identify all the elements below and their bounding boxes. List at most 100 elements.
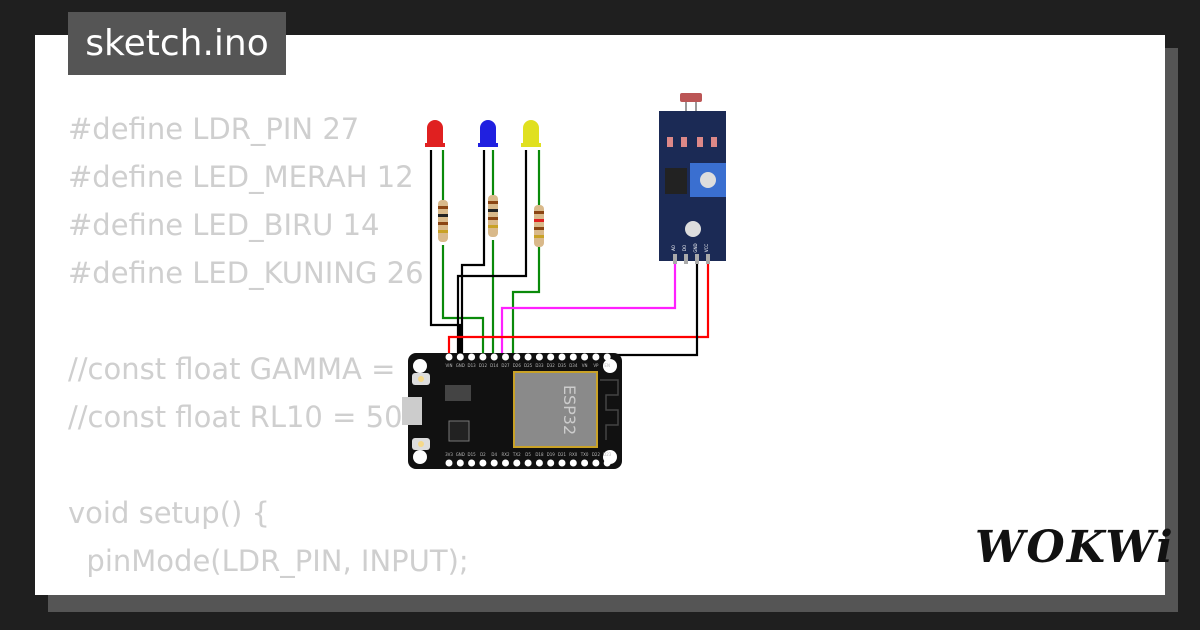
pin-label: D33 <box>535 363 544 368</box>
wire-red-led-gnd <box>429 150 462 356</box>
ldr-pin-label: AO <box>671 245 676 251</box>
pin-tx2[interactable] <box>513 459 521 467</box>
code-line: //const float RL10 = 50 <box>68 400 403 434</box>
pin-d22[interactable] <box>592 459 600 467</box>
pin-tx0[interactable] <box>581 459 589 467</box>
resistor[interactable] <box>438 200 448 242</box>
pin-label: GND <box>456 452 465 457</box>
led[interactable] <box>521 120 541 147</box>
wokwi-logo: WOKWi <box>975 522 1175 573</box>
pin-label: D26 <box>513 363 522 368</box>
pin-label: D32 <box>547 363 556 368</box>
pin-d27[interactable] <box>502 353 509 361</box>
usb-port <box>402 397 422 425</box>
pin-label: D2 <box>480 452 486 457</box>
code-line: pinMode(LED_MERAH, OUTPUT); <box>68 585 554 595</box>
pin-rx0[interactable] <box>569 459 577 467</box>
pin-d21[interactable] <box>558 459 566 467</box>
pin-label: D22 <box>592 452 601 457</box>
pin-label: VIN <box>446 363 453 368</box>
pin-label: D4 <box>491 452 497 457</box>
led[interactable] <box>425 120 445 147</box>
pin-d25[interactable] <box>524 353 532 361</box>
pin-d23[interactable] <box>603 459 611 467</box>
pin-d32[interactable] <box>547 353 555 361</box>
pin-label: D15 <box>468 452 477 457</box>
pin-label: D5 <box>525 452 531 457</box>
wire-yellow-led-signal <box>511 245 541 356</box>
wire-yellow-led-gnd <box>456 150 528 356</box>
wire-blue-led-gnd <box>460 150 486 356</box>
pin-d4[interactable] <box>490 459 498 467</box>
code-line: //const float GAMMA = <box>68 352 396 386</box>
pin-label: D12 <box>479 363 488 368</box>
pin-d5[interactable] <box>524 459 532 467</box>
code-line: #define LED_MERAH 12 <box>68 160 414 194</box>
pin-vn[interactable] <box>581 353 589 361</box>
pin-label: D34 <box>569 363 578 368</box>
pin-gnd[interactable] <box>456 353 464 361</box>
ldr-pin-label: DO <box>682 245 687 251</box>
ldr-pin-ao[interactable] <box>673 254 677 264</box>
resistor[interactable] <box>488 195 498 237</box>
pin-label: VN <box>582 363 588 368</box>
photoresistor <box>680 93 702 102</box>
pin-d34[interactable] <box>569 353 577 361</box>
pin-label: D13 <box>468 363 477 368</box>
pin-d19[interactable] <box>547 459 555 467</box>
pin-d15[interactable] <box>468 459 476 467</box>
pin-d13[interactable] <box>468 353 476 361</box>
pin-label: D21 <box>558 452 567 457</box>
pin-label: TX0 <box>580 452 589 457</box>
code-line: #define LED_KUNING 26 <box>68 256 424 290</box>
wire-ldr-gnd <box>462 258 699 357</box>
pin-label: VP <box>593 363 599 368</box>
code-background: #define LDR_PIN 27 #define LED_MERAH 12 #d… <box>68 105 555 595</box>
code-line: void setup() { <box>68 496 270 530</box>
pin-label: D14 <box>490 363 499 368</box>
pin-d12[interactable] <box>479 353 487 361</box>
pin-label: D25 <box>524 363 533 368</box>
esp32-chip <box>513 371 598 448</box>
pin-d33[interactable] <box>535 353 543 361</box>
pin-label: D23 <box>603 452 612 457</box>
pin-label: EN <box>604 363 610 368</box>
pin-label: GND <box>456 363 465 368</box>
code-line: #define LDR_PIN 27 <box>68 112 360 146</box>
ldr-pin-do[interactable] <box>684 254 688 264</box>
pin-d14[interactable] <box>490 353 498 361</box>
file-tab[interactable]: sketch.ino <box>68 12 286 75</box>
pin-d35[interactable] <box>558 353 566 361</box>
pin-label: D18 <box>535 452 544 457</box>
led[interactable] <box>478 120 498 147</box>
pin-label: RX2 <box>501 452 510 457</box>
pin-label: 3V3 <box>445 452 453 457</box>
pin-vin[interactable] <box>445 353 453 361</box>
pin-rx2[interactable] <box>502 459 509 467</box>
pin-d18[interactable] <box>535 459 543 467</box>
ldr-pin-label: GND <box>693 243 698 252</box>
preview-card: #define LDR_PIN 27 #define LED_MERAH 12 #d… <box>35 35 1165 595</box>
pin-label: RX0 <box>569 452 578 457</box>
ldr-pin-gnd[interactable] <box>695 254 699 264</box>
resistor[interactable] <box>534 205 544 247</box>
pin-gnd[interactable] <box>456 459 464 467</box>
code-line: pinMode(LDR_PIN, INPUT); <box>68 544 469 578</box>
pin-d2[interactable] <box>479 459 487 467</box>
pin-label: TX2 <box>512 452 521 457</box>
pin-d26[interactable] <box>513 353 521 361</box>
pin-en[interactable] <box>603 353 611 361</box>
wire-ldr-vcc <box>447 258 710 356</box>
pin-vp[interactable] <box>592 353 600 361</box>
ldr-pin-vcc[interactable] <box>706 254 710 264</box>
pin-label: D27 <box>501 363 510 368</box>
pin-label: D19 <box>547 452 556 457</box>
chip-label: ESP32 <box>560 385 579 435</box>
ldr-sensor-module[interactable]: AO DO GND VCC <box>659 93 726 264</box>
pin-label: D35 <box>558 363 567 368</box>
ldr-pin-label: VCC <box>704 244 709 253</box>
wire-ldr-ao <box>500 258 677 356</box>
pin-3v3[interactable] <box>445 459 453 467</box>
